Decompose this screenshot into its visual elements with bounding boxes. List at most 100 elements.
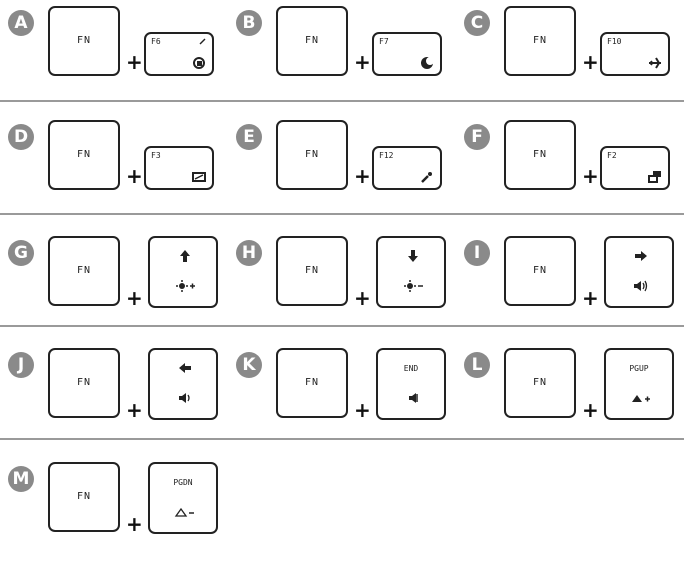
badge-b: B bbox=[236, 10, 262, 36]
row-divider bbox=[0, 325, 684, 327]
fn-key-label: FN bbox=[304, 377, 320, 388]
plus-sign: + bbox=[354, 286, 371, 310]
plus-sign: + bbox=[354, 50, 371, 74]
row-2: D FN + F3 E FN + F12 F FN + F2 bbox=[0, 114, 684, 226]
fn-key: FN bbox=[276, 6, 348, 76]
fn-key: FN bbox=[48, 6, 120, 76]
badge-j: J bbox=[8, 352, 34, 378]
badge-l: L bbox=[464, 352, 490, 378]
combo-j: J FN + bbox=[0, 342, 228, 454]
fn-key-label: FN bbox=[76, 149, 92, 160]
row-3: G FN + H FN + I FN + bbox=[0, 230, 684, 342]
plus-sign: + bbox=[126, 398, 143, 422]
end-key-label: END bbox=[403, 364, 419, 373]
kbd-backlight-down-icon bbox=[174, 507, 194, 517]
fn-key-label: FN bbox=[532, 265, 548, 276]
fn-key: FN bbox=[504, 348, 576, 418]
airplane-icon bbox=[649, 57, 661, 69]
end-key: END bbox=[376, 348, 446, 420]
mute-icon bbox=[409, 393, 418, 403]
arrow-down-icon bbox=[408, 250, 418, 262]
f3-key: F3 bbox=[144, 146, 214, 190]
volume-up-icon bbox=[634, 280, 648, 292]
fn-key: FN bbox=[276, 348, 348, 418]
badge-h: H bbox=[236, 240, 262, 266]
pgup-key-label: PGUP bbox=[629, 364, 649, 373]
arrow-up-key bbox=[148, 236, 218, 308]
plus-sign: + bbox=[582, 286, 599, 310]
pgdn-key-label: PGDN bbox=[173, 478, 193, 487]
fn-key: FN bbox=[504, 236, 576, 306]
plus-sign: + bbox=[126, 512, 143, 536]
touchpad-icon bbox=[193, 57, 205, 69]
fn-key-label: FN bbox=[532, 35, 548, 46]
fn-key-label: FN bbox=[532, 377, 548, 388]
f12-key-label: F12 bbox=[379, 151, 394, 160]
combo-c: C FN + F10 bbox=[456, 0, 684, 112]
fn-key-label: FN bbox=[304, 265, 320, 276]
plus-sign: + bbox=[354, 164, 371, 188]
fn-key: FN bbox=[48, 462, 120, 532]
f7-key-label: F7 bbox=[379, 37, 389, 46]
combo-d: D FN + F3 bbox=[0, 114, 228, 226]
badge-i: I bbox=[464, 240, 490, 266]
brightness-up-icon bbox=[176, 280, 195, 292]
row-4: J FN + K FN + END L FN + PGUP bbox=[0, 342, 684, 454]
badge-e: E bbox=[236, 124, 262, 150]
f10-key-label: F10 bbox=[607, 37, 622, 46]
row-divider bbox=[0, 100, 684, 102]
combo-b: B FN + F7 bbox=[228, 0, 456, 112]
plus-sign: + bbox=[126, 286, 143, 310]
badge-g: G bbox=[8, 240, 34, 266]
f7-key: F7 bbox=[372, 32, 442, 76]
fn-key: FN bbox=[276, 236, 348, 306]
dual-screen-icon bbox=[648, 171, 661, 183]
f2-key: F2 bbox=[600, 146, 670, 190]
plus-sign: + bbox=[354, 398, 371, 422]
row-5: M FN + PGDN bbox=[0, 456, 684, 568]
camera-icon bbox=[421, 172, 432, 183]
fn-key: FN bbox=[504, 6, 576, 76]
plus-sign: + bbox=[582, 50, 599, 74]
row-divider bbox=[0, 213, 684, 215]
combo-l: L FN + PGUP bbox=[456, 342, 684, 454]
combo-g: G FN + bbox=[0, 230, 228, 342]
row-divider bbox=[0, 438, 684, 440]
combo-i: I FN + bbox=[456, 230, 684, 342]
arrow-right-icon bbox=[635, 251, 647, 261]
plus-sign: + bbox=[582, 164, 599, 188]
combo-h: H FN + bbox=[228, 230, 456, 342]
fn-key-label: FN bbox=[304, 35, 320, 46]
fn-key: FN bbox=[48, 236, 120, 306]
badge-f: F bbox=[464, 124, 490, 150]
fn-key-label: FN bbox=[76, 35, 92, 46]
combo-f: F FN + F2 bbox=[456, 114, 684, 226]
fn-key-label: FN bbox=[76, 491, 92, 502]
sleep-icon bbox=[421, 57, 434, 69]
f12-key: F12 bbox=[372, 146, 442, 190]
f3-key-label: F3 bbox=[151, 151, 161, 160]
f10-key: F10 bbox=[600, 32, 670, 76]
kbd-backlight-up-icon bbox=[632, 395, 650, 402]
plus-sign: + bbox=[126, 50, 143, 74]
combo-a: A FN + F6 bbox=[0, 0, 228, 112]
fn-key-label: FN bbox=[532, 149, 548, 160]
arrow-up-icon bbox=[180, 250, 190, 262]
fn-key-label: FN bbox=[76, 265, 92, 276]
volume-down-icon bbox=[179, 393, 190, 403]
fn-key: FN bbox=[276, 120, 348, 190]
brightness-down-icon bbox=[404, 280, 423, 292]
badge-c: C bbox=[464, 10, 490, 36]
pgup-key: PGUP bbox=[604, 348, 674, 420]
pgdn-key: PGDN bbox=[148, 462, 218, 534]
f6-key-label: F6 bbox=[151, 37, 161, 46]
badge-d: D bbox=[8, 124, 34, 150]
plus-sign: + bbox=[126, 164, 143, 188]
combo-m: M FN + PGDN bbox=[0, 456, 228, 568]
badge-k: K bbox=[236, 352, 262, 378]
fn-key: FN bbox=[48, 120, 120, 190]
row-1: A FN + F6 B FN + F7 C FN + F10 bbox=[0, 0, 684, 112]
fn-key: FN bbox=[504, 120, 576, 190]
badge-a: A bbox=[8, 10, 34, 36]
pen-icon bbox=[199, 38, 206, 45]
